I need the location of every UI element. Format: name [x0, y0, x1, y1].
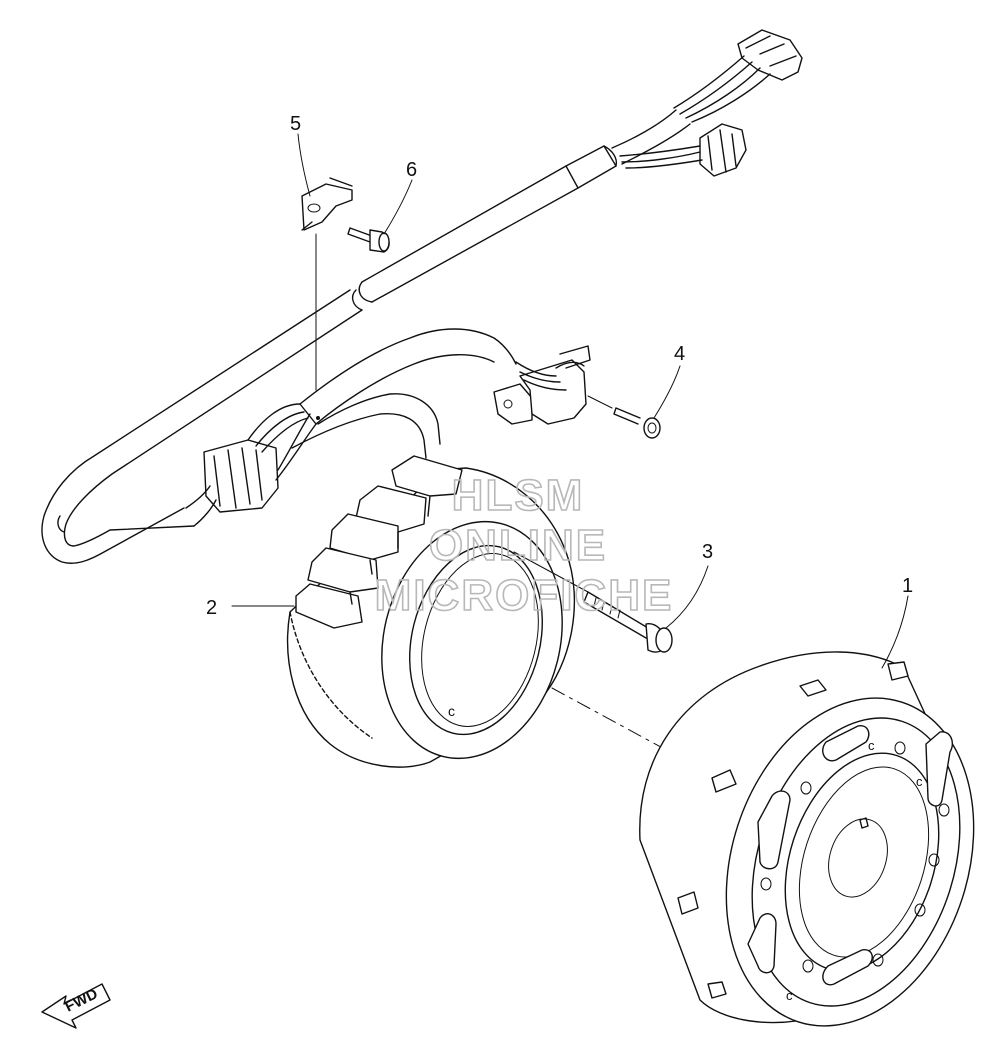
- harness-connector-top: [673, 29, 803, 123]
- svg-text:c: c: [786, 988, 793, 1003]
- wiring-harness: [41, 29, 803, 564]
- wire-clamp-part: [301, 177, 353, 391]
- watermark: HLSM ONLINE MICROFICHE: [374, 470, 674, 621]
- callout-1: 1: [902, 575, 913, 597]
- callout-4: 4: [674, 343, 685, 365]
- callout-6: 6: [406, 159, 417, 181]
- callouts: 1 2 3 4 5 6: [206, 113, 913, 669]
- callout-2: 2: [206, 597, 217, 619]
- harness-connector-side: [619, 123, 747, 177]
- svg-text:c: c: [916, 774, 923, 789]
- callout-5: 5: [290, 113, 301, 135]
- pickup-coil: [493, 345, 591, 425]
- watermark-line-2: ONLINE: [429, 521, 607, 570]
- watermark-line-3: MICROFICHE: [375, 571, 674, 620]
- fwd-arrow-icon: [41, 983, 111, 1029]
- fwd-direction-badge: FWD: [41, 983, 111, 1029]
- watermark-line-1: HLSM: [452, 471, 585, 520]
- svg-text:c: c: [448, 703, 455, 719]
- pickup-screw-part: [587, 395, 661, 439]
- stator-part: c: [287, 455, 576, 768]
- svg-text:c: c: [868, 738, 875, 753]
- flywheel-part: c c c: [551, 651, 975, 1027]
- stator-bolt-part: [513, 551, 673, 653]
- clamp-screw-part: [347, 227, 390, 253]
- callout-3: 3: [702, 541, 713, 563]
